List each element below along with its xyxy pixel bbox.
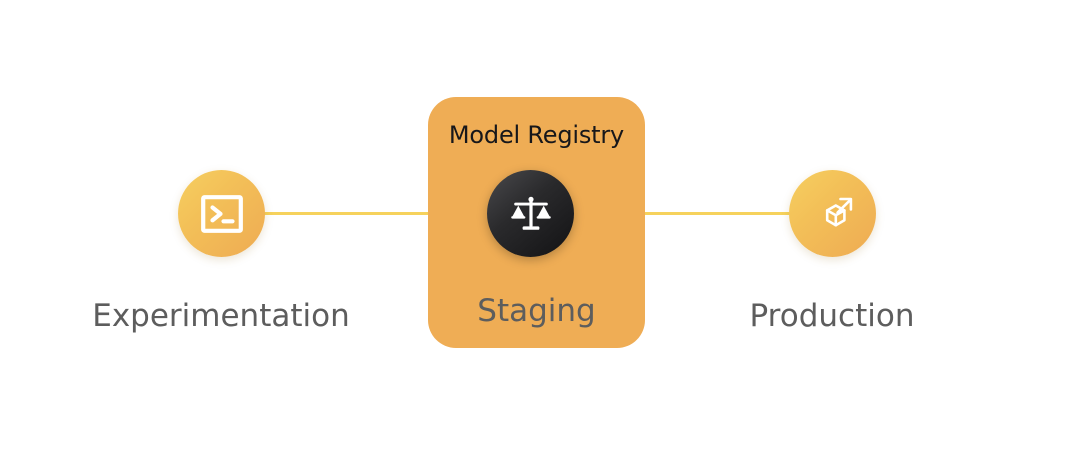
stage-label-experimentation: Experimentation bbox=[92, 298, 350, 334]
stage-label-production: Production bbox=[749, 298, 915, 334]
terminal-icon bbox=[199, 191, 245, 237]
stage-label-staging: Staging bbox=[477, 293, 596, 329]
cube-arrow-deploy-icon bbox=[809, 190, 857, 238]
stage-node-model-registry[interactable] bbox=[487, 170, 574, 257]
model-registry-title: Model Registry bbox=[448, 121, 625, 149]
balance-scale-icon bbox=[508, 191, 554, 237]
stage-node-experimentation[interactable] bbox=[178, 170, 265, 257]
stage-node-production[interactable] bbox=[789, 170, 876, 257]
